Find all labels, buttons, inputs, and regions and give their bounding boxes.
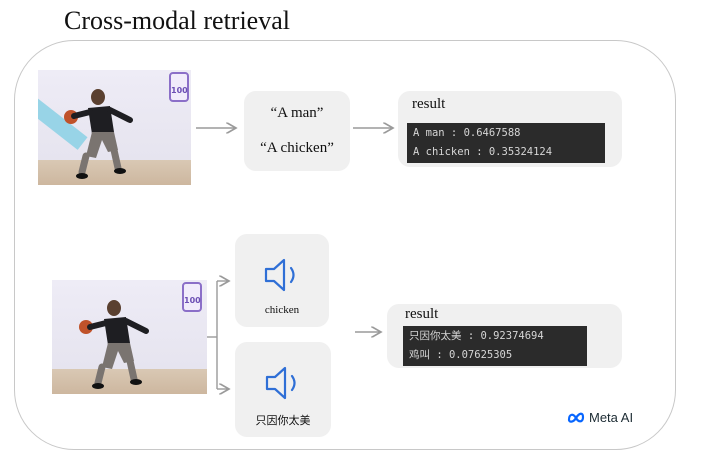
audio-caption: 只因你太美 [255,415,311,427]
result-card-top: result A man : 0.6467588 A chicken : 0.3… [398,91,622,167]
result-line: A chicken : 0.35324124 [413,146,553,158]
result-line: 鸡叫 : 0.07625305 [409,349,513,361]
audio-card-zhi-yin-ni-tai-mei: 只因你太美 [235,342,331,437]
result-output: 只因你太美 : 0.92374694 鸡叫 : 0.07625305 [403,326,587,366]
meta-ai-logo: Meta AI [567,410,633,425]
audio-caption: chicken [264,304,300,316]
photo-logo: 100 [182,282,202,312]
page-title: Cross-modal retrieval [64,6,290,35]
meta-logo-icon [567,412,585,423]
text-query-1: “A man” [270,105,324,121]
speaker-icon [264,258,295,292]
result-card-bottom: result 只因你太美 : 0.92374694 鸡叫 : 0.0762530… [387,304,622,368]
audio-card-chicken: chicken [235,234,329,327]
result-line: 只因你太美 : 0.92374694 [409,330,544,342]
photo-logo: 100 [169,72,189,102]
result-output: A man : 0.6467588 A chicken : 0.35324124 [407,123,605,163]
input-image-bottom: 100 [52,280,207,394]
person-figure [64,89,133,179]
result-line: A man : 0.6467588 [413,127,521,139]
text-query-card: “A man” “A chicken” [244,91,350,171]
person-figure [79,300,149,389]
result-label: result [412,96,446,112]
result-label: result [405,306,439,322]
input-image-top: 100 [38,70,191,185]
text-query-2: “A chicken” [260,140,334,156]
brand-text: Meta AI [589,410,634,425]
speaker-icon [265,366,296,400]
